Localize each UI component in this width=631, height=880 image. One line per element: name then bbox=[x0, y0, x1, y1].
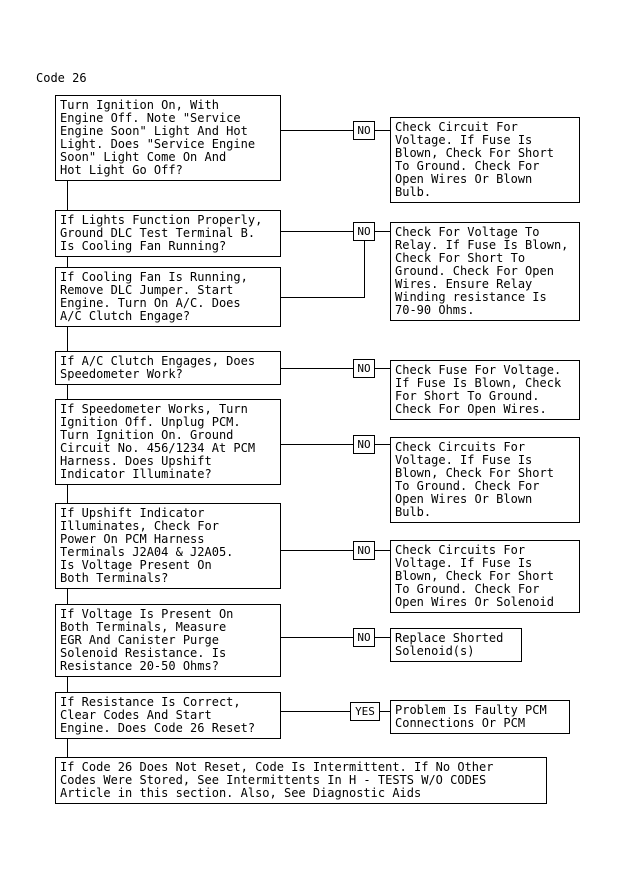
no-label-2: NO bbox=[353, 222, 375, 241]
page-title: Code 26 bbox=[36, 71, 87, 85]
connector-line bbox=[281, 444, 353, 445]
connector-line bbox=[375, 231, 390, 232]
connector-line bbox=[67, 257, 68, 267]
flow-step-solenoid-resistance: If Voltage Is Present On Both Terminals,… bbox=[55, 604, 281, 677]
connector-line bbox=[67, 485, 68, 503]
connector-line bbox=[364, 240, 365, 298]
connector-line bbox=[281, 130, 353, 131]
connector-line bbox=[380, 711, 390, 712]
connector-line bbox=[375, 550, 390, 551]
flow-step-intermittent-note: If Code 26 Does Not Reset, Code Is Inter… bbox=[55, 757, 547, 804]
yes-label-1: YES bbox=[350, 702, 380, 721]
result-check-relay-voltage: Check For Voltage To Relay. If Fuse Is B… bbox=[390, 222, 580, 321]
connector-line bbox=[281, 368, 353, 369]
connector-line bbox=[375, 637, 390, 638]
result-faulty-pcm: Problem Is Faulty PCM Connections Or PCM bbox=[390, 700, 570, 734]
connector-line bbox=[67, 327, 68, 351]
connector-line bbox=[67, 385, 68, 399]
flow-step-code-reset: If Resistance Is Correct, Clear Codes An… bbox=[55, 692, 281, 739]
connector-line bbox=[67, 589, 68, 604]
flow-step-ac-clutch: If Cooling Fan Is Running, Remove DLC Ju… bbox=[55, 267, 281, 327]
result-check-circuit-voltage: Check Circuit For Voltage. If Fuse Is Bl… bbox=[390, 117, 580, 203]
connector-line bbox=[375, 130, 390, 131]
connector-line bbox=[67, 739, 68, 757]
no-label-1: NO bbox=[353, 121, 375, 140]
result-check-fuse-voltage: Check Fuse For Voltage. If Fuse Is Blown… bbox=[390, 360, 580, 420]
flow-step-upshift-indicator: If Speedometer Works, Turn Ignition Off.… bbox=[55, 399, 281, 485]
connector-line bbox=[375, 444, 390, 445]
flow-step-terminal-voltage: If Upshift Indicator Illuminates, Check … bbox=[55, 503, 281, 589]
connector-line bbox=[281, 297, 365, 298]
result-check-circuits-solenoid: Check Circuits For Voltage. If Fuse Is B… bbox=[390, 540, 580, 613]
no-label-4: NO bbox=[353, 435, 375, 454]
result-replace-solenoid: Replace Shorted Solenoid(s) bbox=[390, 628, 522, 662]
no-label-5: NO bbox=[353, 541, 375, 560]
connector-line bbox=[281, 711, 350, 712]
connector-line bbox=[281, 550, 353, 551]
result-check-circuits-bulb: Check Circuits For Voltage. If Fuse Is B… bbox=[390, 437, 580, 523]
no-label-6: NO bbox=[353, 628, 375, 647]
flow-step-speedometer: If A/C Clutch Engages, Does Speedometer … bbox=[55, 351, 281, 385]
flow-step-ignition-check: Turn Ignition On, With Engine Off. Note … bbox=[55, 95, 281, 181]
no-label-3: NO bbox=[353, 359, 375, 378]
flow-step-cooling-fan: If Lights Function Properly, Ground DLC … bbox=[55, 210, 281, 257]
connector-line bbox=[281, 637, 353, 638]
connector-line bbox=[67, 181, 68, 210]
connector-line bbox=[375, 368, 390, 369]
connector-line bbox=[281, 231, 353, 232]
connector-line bbox=[67, 677, 68, 692]
